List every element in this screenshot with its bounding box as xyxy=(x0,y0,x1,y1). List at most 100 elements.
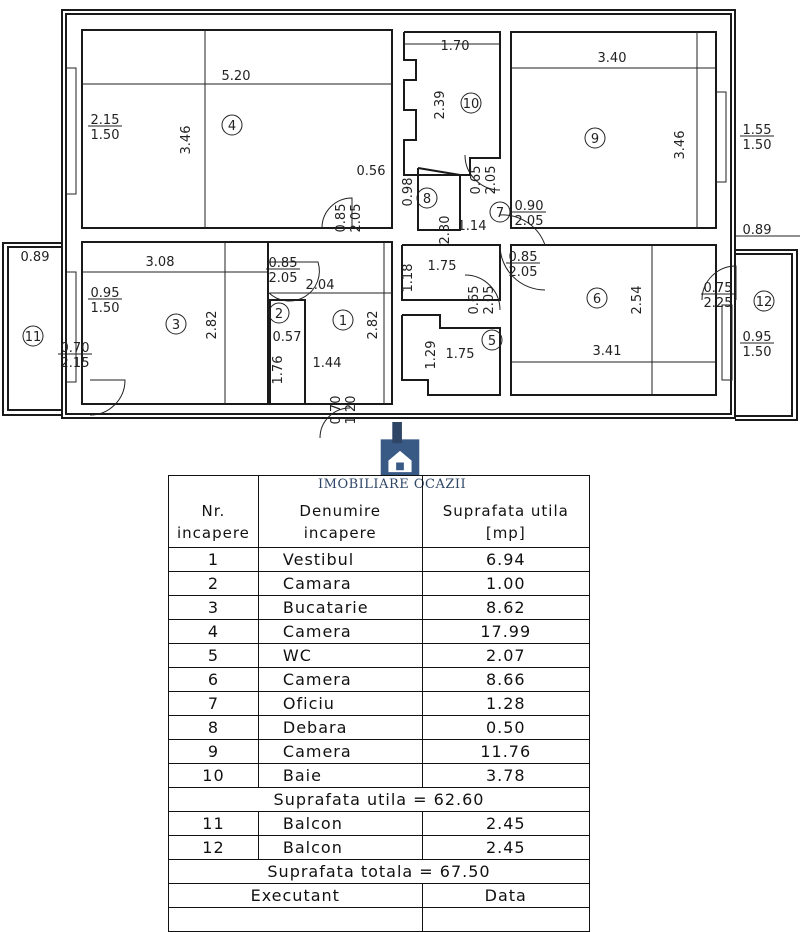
cell-area: 6.94 xyxy=(421,547,591,572)
opening-height: 2.05 xyxy=(349,204,364,233)
opening-height: 2.05 xyxy=(482,286,497,315)
cell-area: 1.28 xyxy=(421,691,591,716)
dimension-label: 0.89 xyxy=(743,223,772,238)
cell-area: 2.45 xyxy=(421,811,591,836)
room-number-circle xyxy=(489,201,511,223)
cell-area: 2.07 xyxy=(421,643,591,668)
dimension-label: 0.89 xyxy=(21,250,50,265)
opening-height: 1.50 xyxy=(743,138,772,153)
dimension-label: 2.54 xyxy=(630,286,645,315)
room-number-circle xyxy=(481,329,503,351)
opening-height: 1.50 xyxy=(743,345,772,360)
cell-name: Bucatarie xyxy=(257,595,423,620)
cell-name: Balcon xyxy=(257,835,423,860)
opening-width: 0.65 xyxy=(469,166,484,195)
dimension-label: 1.29 xyxy=(424,341,439,370)
cell-name: Baie xyxy=(257,763,423,788)
opening-width: 0.70 xyxy=(61,341,90,356)
room-number: 8 xyxy=(423,192,431,207)
dimension-label: 3.46 xyxy=(179,126,194,155)
cell-nr: 1 xyxy=(168,547,259,572)
cell-area: 11.76 xyxy=(421,739,591,764)
cell-name: Oficiu xyxy=(257,691,423,716)
opening-width: 0.95 xyxy=(743,330,772,345)
dimension-label: 1.75 xyxy=(428,259,457,274)
opening-width: 0.90 xyxy=(515,199,544,214)
room-number: 5 xyxy=(488,334,496,349)
dimension-label: 1.18 xyxy=(401,264,416,293)
floor-plan: 5.203.461.702.393.403.460.560.981.142.30… xyxy=(2,9,800,439)
cell-nr: 3 xyxy=(168,595,259,620)
room-number-circle xyxy=(165,313,187,335)
room-number-circle xyxy=(753,290,775,312)
dimension-label: 0.56 xyxy=(357,164,386,179)
dimension-label: 2.39 xyxy=(433,91,448,120)
cell-area: 0.50 xyxy=(421,715,591,740)
room-number-circle xyxy=(584,127,606,149)
room-number: 10 xyxy=(463,97,480,112)
opening-height: 2.05 xyxy=(269,271,298,286)
dimension-label: 1.44 xyxy=(313,356,342,371)
cell-name: WC xyxy=(257,643,423,668)
watermark-logo xyxy=(380,422,420,476)
walls xyxy=(2,9,800,439)
cell-area: 17.99 xyxy=(421,619,591,644)
header-area: Suprafata utila[mp] xyxy=(421,475,591,548)
opening-height: 1.20 xyxy=(344,396,359,425)
opening-height: 2.05 xyxy=(515,214,544,229)
cell-nr: 10 xyxy=(168,763,259,788)
cell-nr: 8 xyxy=(168,715,259,740)
cell-name: Camera xyxy=(257,619,423,644)
dimension-label: 3.46 xyxy=(673,131,688,160)
room-number-circle xyxy=(332,309,354,331)
room-number: 11 xyxy=(25,330,42,345)
opening-height: 1.50 xyxy=(91,301,120,316)
cell-name: Camara xyxy=(257,571,423,596)
room-number: 2 xyxy=(275,307,283,322)
cell-name: Debara xyxy=(257,715,423,740)
cell-name: Vestibul xyxy=(257,547,423,572)
opening-height: 2.05 xyxy=(484,166,499,195)
dimension-label: 2.04 xyxy=(306,278,335,293)
room-number: 4 xyxy=(228,119,236,134)
opening-height: 2.15 xyxy=(61,356,90,371)
room-number-circle xyxy=(22,325,44,347)
dimension-label: 3.41 xyxy=(593,344,622,359)
dimension-label: 0.57 xyxy=(273,330,302,345)
dimension-label: 3.08 xyxy=(146,255,175,270)
room-number-circle xyxy=(460,92,482,114)
room-number-circle xyxy=(586,287,608,309)
room-number: 6 xyxy=(593,292,601,307)
dimension-label: 1.75 xyxy=(446,347,475,362)
cell-area: 1.00 xyxy=(421,571,591,596)
dimension-label: 1.70 xyxy=(441,39,470,54)
opening-width: 0.70 xyxy=(329,396,344,425)
dimension-label: 2.30 xyxy=(438,216,453,245)
opening-width: 0.85 xyxy=(509,250,538,265)
dimension-label: 0.98 xyxy=(401,178,416,207)
cell-nr: 12 xyxy=(168,835,259,860)
opening-height: 2.05 xyxy=(509,265,538,280)
room-number-circle xyxy=(268,302,290,324)
dimension-label: 1.14 xyxy=(458,219,487,234)
cell-nr: 4 xyxy=(168,619,259,644)
footer-row: Executant Data xyxy=(168,883,591,908)
opening-width: 0.65 xyxy=(467,286,482,315)
dimension-label: 5.20 xyxy=(222,69,251,84)
dimension-label: 2.82 xyxy=(205,311,220,340)
room-number: 1 xyxy=(339,314,347,329)
cell-area: 2.45 xyxy=(421,835,591,860)
cell-nr: 2 xyxy=(168,571,259,596)
opening-height: 2.25 xyxy=(704,296,733,311)
